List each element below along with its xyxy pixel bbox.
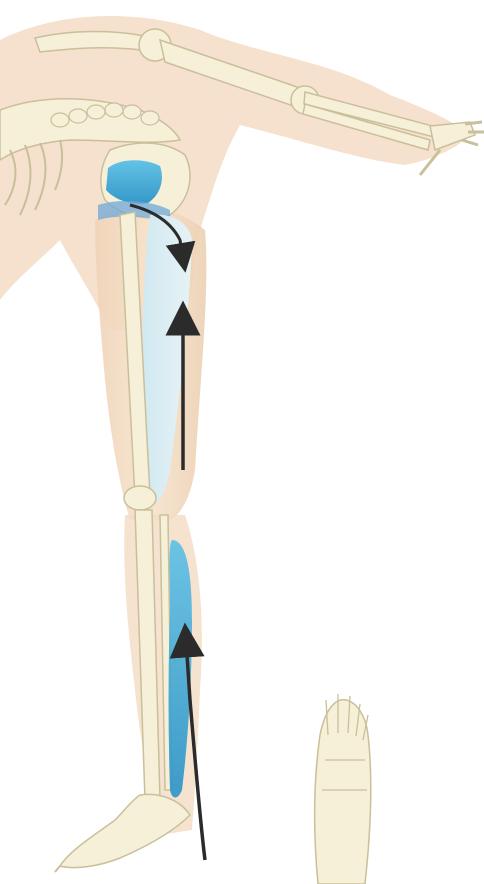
foot-bottom-view: [315, 694, 371, 884]
lower-leg-bones: [135, 510, 172, 800]
torso: [0, 16, 470, 330]
